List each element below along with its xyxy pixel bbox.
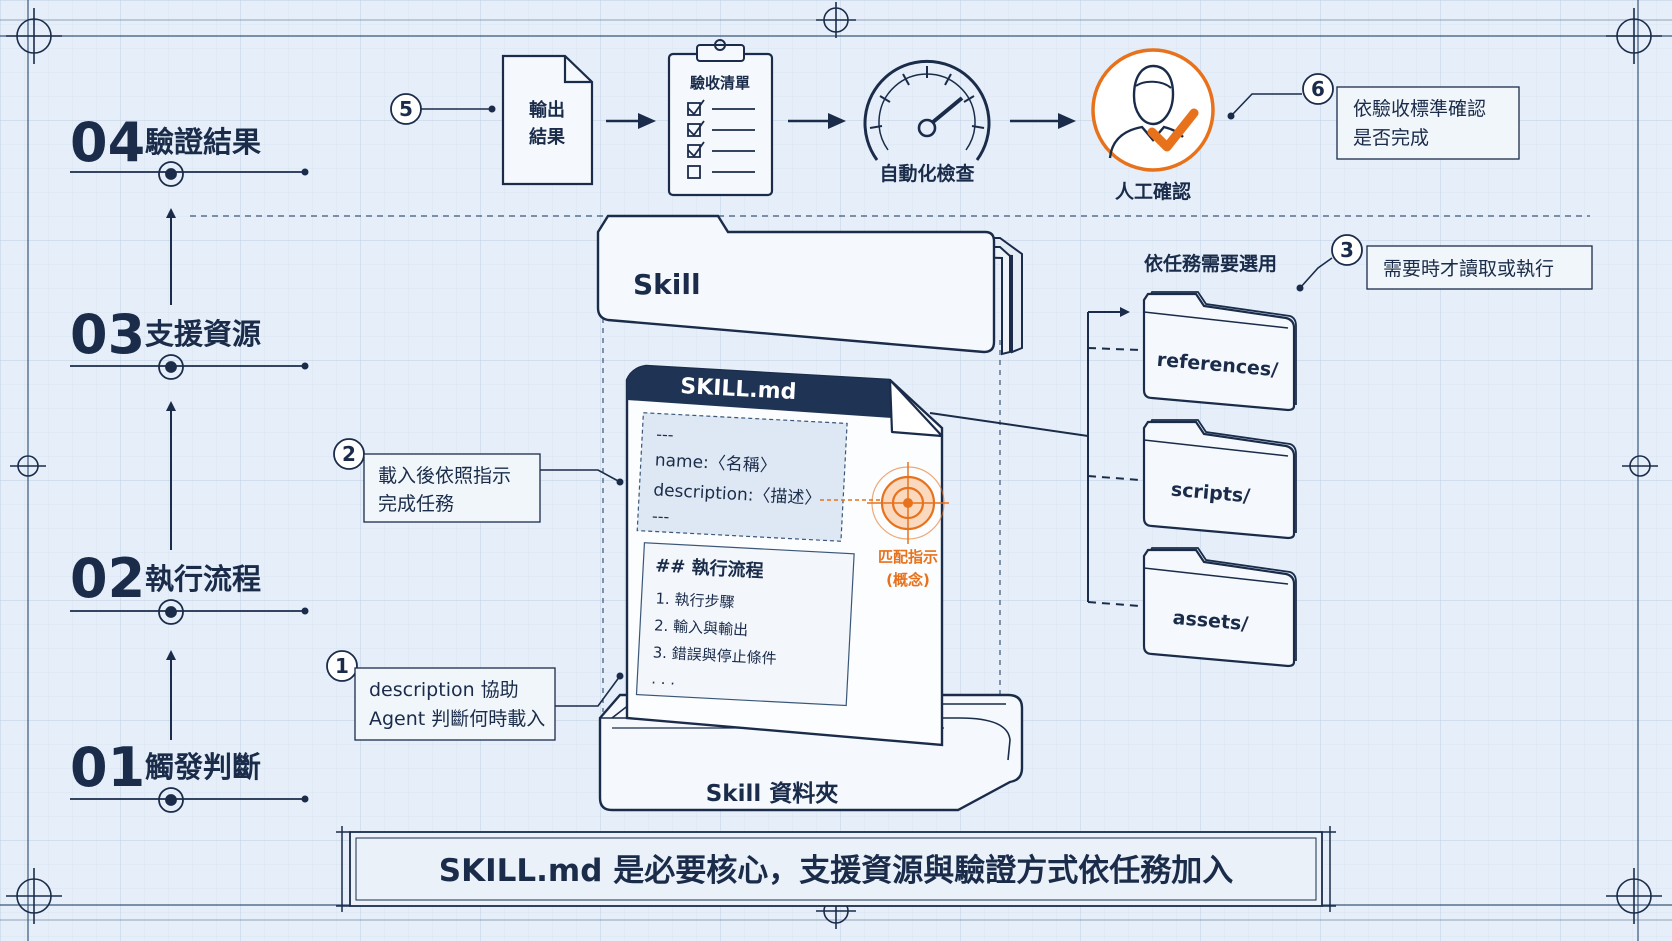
- resource-folders: 依任務需要選用 3 需要時才讀取或執行 references/ scripts/: [929, 234, 1593, 668]
- callout-2-line-1: 載入後依照指示: [378, 465, 511, 487]
- verify-flow: 5 輸出 結果 驗收清單: [390, 39, 1520, 203]
- callout-1: 1 description 協助 Agent 判斷何時載入: [326, 650, 624, 741]
- output-doc-line-1: 輸出: [529, 99, 565, 121]
- body-item: 2. 輸入與輸出: [654, 616, 749, 639]
- step-list: 04 驗證結果 03 支援資源 02 執行流程: [70, 111, 309, 813]
- callout-1-line-1: description 協助: [369, 679, 519, 701]
- callout-number: 3: [1340, 238, 1354, 262]
- match-sublabel: (概念): [886, 571, 930, 589]
- step-label: 執行流程: [145, 562, 261, 596]
- step-label: 觸發判斷: [145, 750, 261, 784]
- folder-assets-icon: assets/: [1142, 547, 1297, 668]
- human-confirm-label: 人工確認: [1115, 180, 1191, 203]
- step-04: 04 驗證結果: [70, 111, 309, 187]
- step-number: 01: [70, 736, 145, 799]
- footer-banner: SKILL.md 是必要核心，支援資源與驗證方式依任務加入: [336, 826, 1336, 912]
- match-target-icon: [820, 462, 949, 544]
- checklist-title: 驗收清單: [690, 74, 750, 92]
- callout-5: 5: [390, 93, 496, 125]
- step-02: 02 執行流程: [70, 547, 309, 625]
- step-number: 03: [70, 303, 145, 366]
- step-label: 驗證結果: [145, 125, 261, 159]
- callout-6: 6 依驗收標準確認 是否完成: [1227, 73, 1520, 160]
- user-check-icon: [1091, 48, 1215, 172]
- output-document-icon: 輸出 結果: [501, 54, 594, 186]
- callout-2-line-2: 完成任務: [378, 493, 454, 515]
- folder-base-label: Skill 資料夾: [706, 780, 839, 807]
- callout-6-line-2: 是否完成: [1353, 127, 1429, 149]
- frontmatter-line: ---: [652, 506, 670, 526]
- step-01: 01 觸發判斷: [70, 736, 309, 813]
- match-label: 匹配指示: [878, 548, 938, 566]
- target-icon: [158, 787, 184, 813]
- step-label: 支援資源: [145, 317, 261, 351]
- target-icon: [158, 599, 184, 625]
- body-item: 1. 執行步驟: [655, 589, 735, 611]
- body-item: . . .: [651, 669, 676, 688]
- folder-references-icon: references/: [1142, 291, 1297, 412]
- frontmatter-panel: --- name:〈名稱〉 description:〈描述〉 ---: [636, 412, 848, 542]
- callout-number: 6: [1311, 77, 1325, 101]
- callout-2: 2 載入後依照指示 完成任務: [333, 438, 624, 523]
- callout-3-line-1: 需要時才讀取或執行: [1383, 258, 1554, 280]
- target-icon: [158, 354, 184, 380]
- callout-3: 3 需要時才讀取或執行: [1296, 234, 1593, 292]
- callout-6-line-1: 依驗收標準確認: [1353, 98, 1486, 120]
- callout-number: 1: [335, 654, 349, 678]
- folder-lid: Skill: [596, 214, 1023, 356]
- callout-1-line-2: Agent 判斷何時載入: [369, 708, 545, 730]
- resources-caption: 依任務需要選用: [1144, 252, 1277, 275]
- skill-md-document: SKILL.md --- name:〈名稱〉 description:〈描述〉 …: [625, 364, 944, 747]
- step-03: 03 支援資源: [70, 303, 309, 380]
- callout-number: 2: [342, 442, 356, 466]
- folder-scripts-icon: scripts/: [1142, 419, 1297, 540]
- body-panel: ## 執行流程 1. 執行步驟 2. 輸入與輸出 3. 錯誤與停止條件 . . …: [635, 542, 855, 707]
- skill-folder: Skill Skill 資料夾 SKILL.md --- name:〈名稱〉 d…: [596, 214, 1024, 812]
- target-icon: [158, 161, 184, 187]
- auto-check-label: 自動化檢查: [879, 162, 975, 185]
- step-number: 04: [70, 111, 145, 174]
- skill-md-title: SKILL.md: [680, 374, 797, 405]
- callout-number: 5: [399, 97, 413, 121]
- step-number: 02: [70, 547, 145, 610]
- checklist-icon: 驗收清單: [667, 39, 774, 197]
- output-doc-line-2: 結果: [529, 126, 566, 148]
- folder-lid-label: Skill: [633, 268, 701, 301]
- footer-text: SKILL.md 是必要核心，支援資源與驗證方式依任務加入: [439, 853, 1233, 889]
- corner-crosshair-icons: [6, 2, 1662, 929]
- gauge-icon: [863, 59, 991, 161]
- frontmatter-line: ---: [656, 424, 674, 444]
